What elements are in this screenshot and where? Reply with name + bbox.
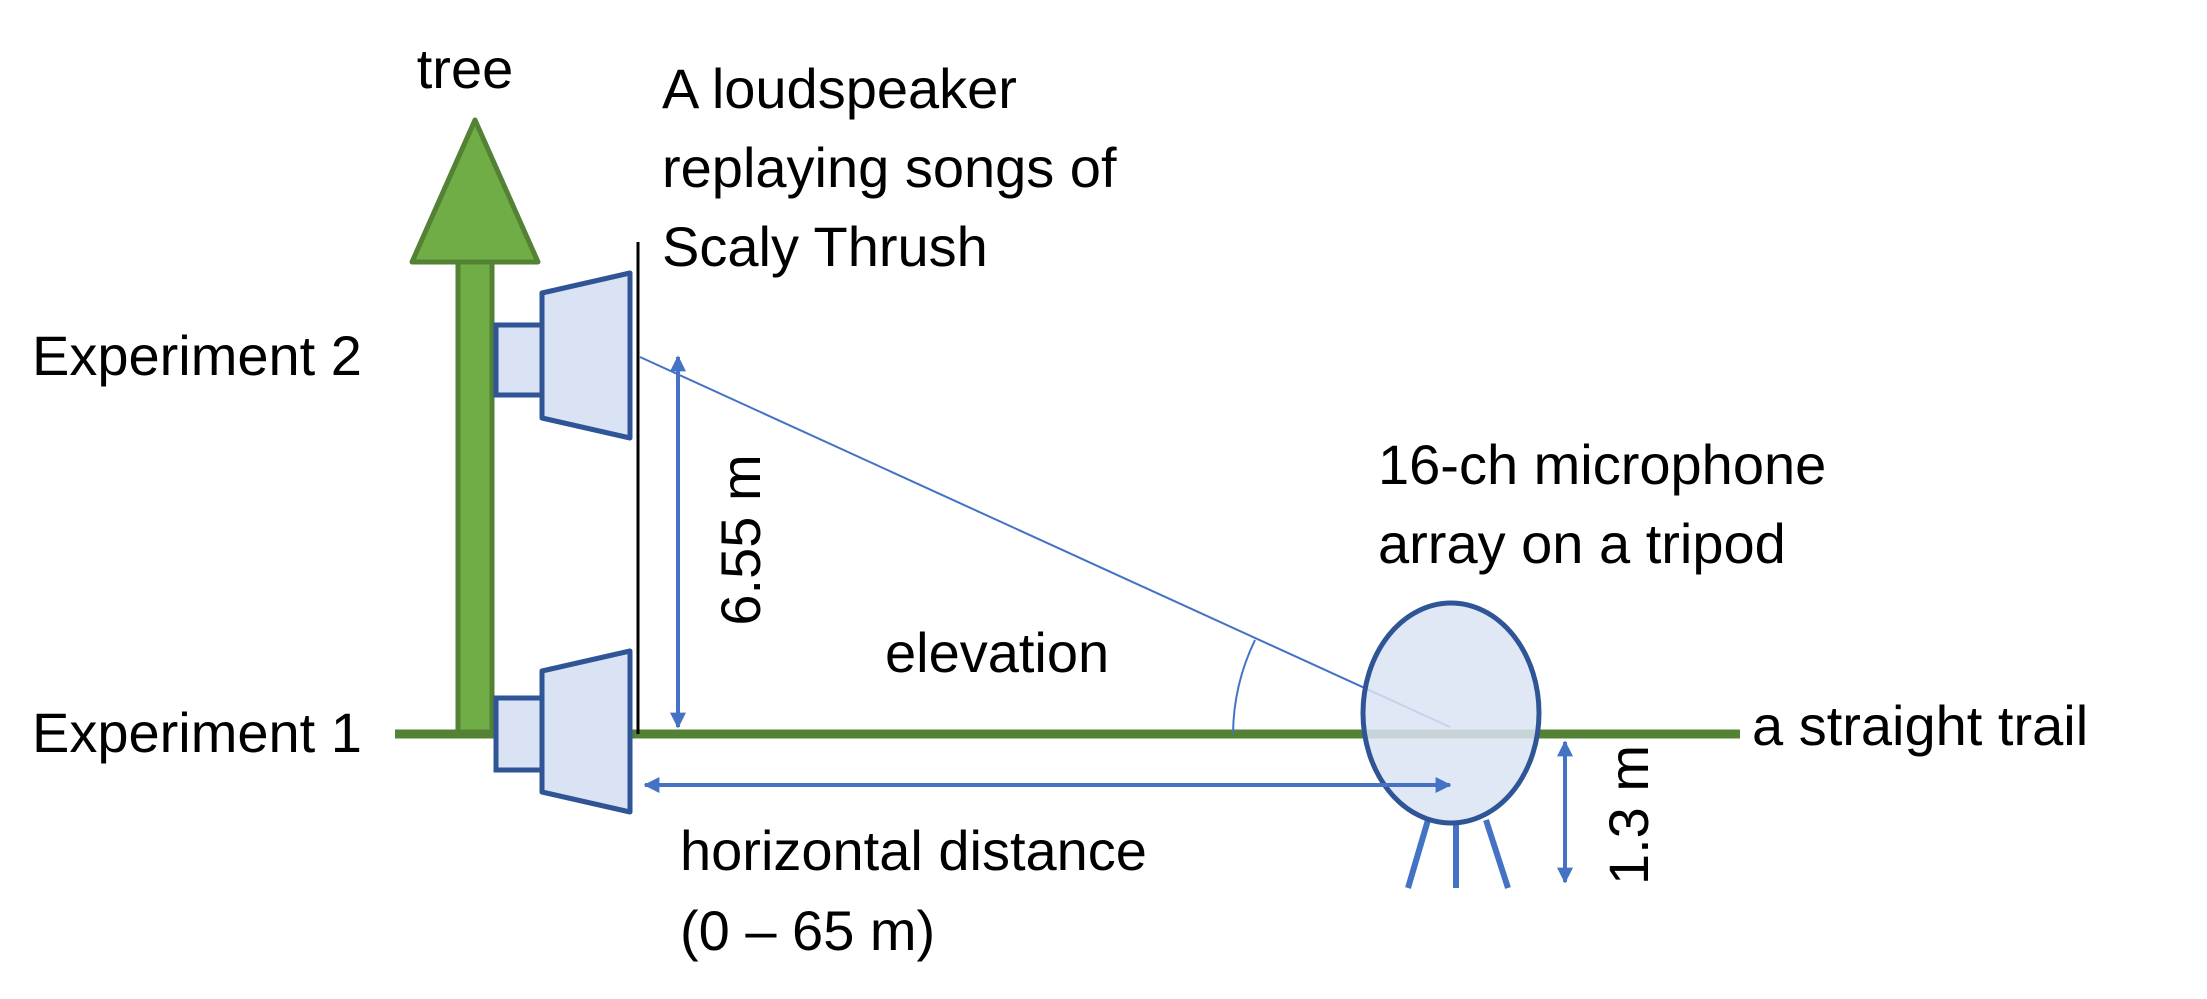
experiment-1-label: Experiment 1 [32,701,362,764]
microphone-array [1360,600,1542,889]
tripod-leg-right [1483,819,1511,889]
height-label: 6.55 m [709,454,772,625]
loudspeaker-experiment-2 [493,270,633,441]
microphone-label-line2: array on a tripod [1378,512,1786,575]
line-of-sight [639,356,1451,728]
speaker-cone-2 [539,270,633,441]
elevation-angle-arc [1232,639,1256,735]
tree-top [409,117,541,265]
loudspeaker-label-line1: A loudspeaker [662,57,1017,120]
mic-height-label: 1.3 m [1597,745,1660,885]
speaker-box-1 [493,695,545,773]
speaker-cone-1 [539,648,633,815]
tree-label: tree [417,37,514,100]
loudspeaker-experiment-1 [493,648,633,815]
microphone-label-line1: 16-ch microphone [1378,433,1826,496]
trail-label: a straight trail [1752,694,2088,757]
tripod-leg-left [1405,819,1431,889]
distance-label-line1: horizontal distance [680,819,1147,882]
loudspeaker-label-line2: replaying songs of [662,136,1117,199]
experiment-2-label: Experiment 2 [32,324,362,387]
distance-label-line2: (0 – 65 m) [680,899,935,962]
loudspeaker-label-line3: Scaly Thrush [662,215,988,278]
speaker-box-2 [493,322,545,398]
elevation-label: elevation [885,621,1109,684]
microphone-ellipse [1360,600,1542,826]
tree-trunk [455,259,495,737]
